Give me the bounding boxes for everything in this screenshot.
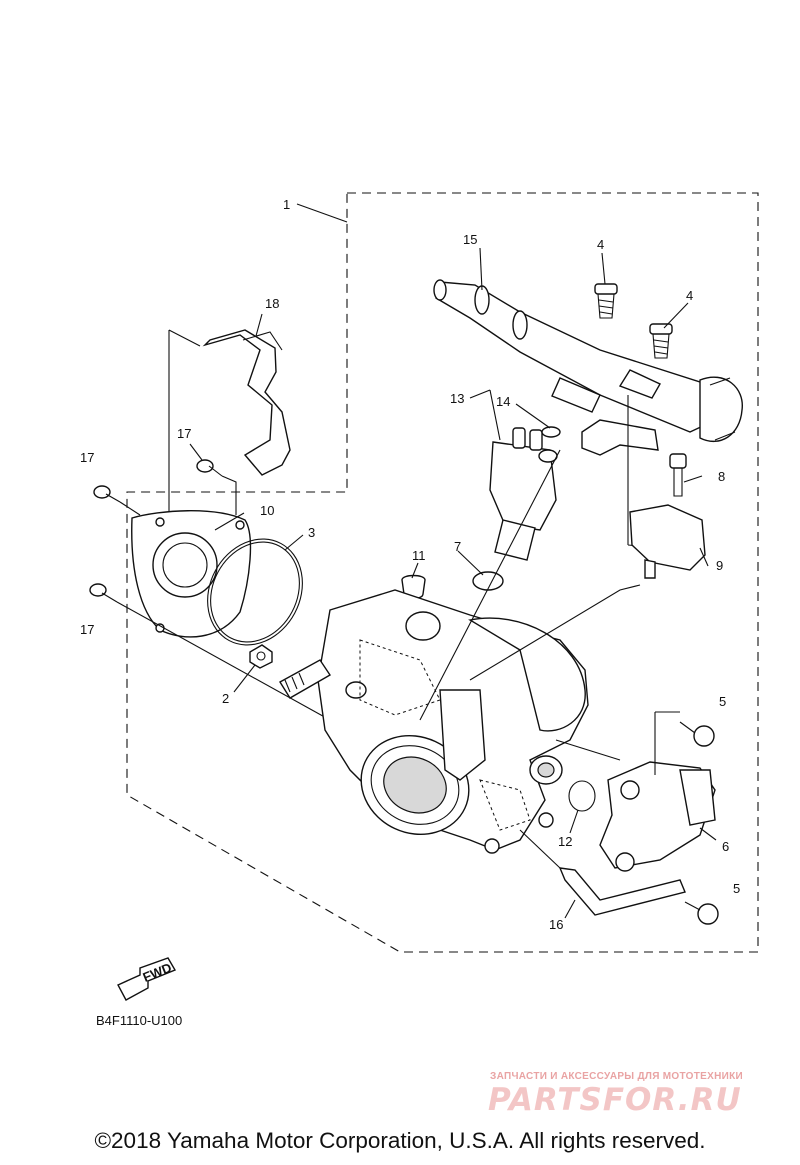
callout-12: 12 [558, 834, 572, 849]
bolt-4b [649, 323, 673, 359]
callout-5b: 5 [733, 881, 740, 896]
callout-3: 3 [308, 525, 315, 540]
screw-17b [93, 485, 121, 503]
watermark-logo: PARTSFOR.RU [488, 1082, 742, 1118]
hose-guide [202, 329, 291, 476]
callout-4b: 4 [686, 288, 693, 303]
hose-16 [558, 867, 686, 916]
callout-4a: 4 [597, 237, 604, 252]
callout-5a: 5 [719, 694, 726, 709]
screw-17a [196, 459, 223, 477]
seal-7 [472, 571, 504, 591]
callout-17b: 17 [80, 450, 94, 465]
nut-2 [249, 644, 273, 669]
cover-10 [131, 510, 252, 638]
callout-7: 7 [454, 539, 461, 554]
callout-9: 9 [716, 558, 723, 573]
callout-14: 14 [496, 394, 510, 409]
callout-17a: 17 [177, 426, 191, 441]
watermark-tagline: ЗАПЧАСТИ И АКСЕССУАРЫ ДЛЯ МОТОТЕХНИКИ [490, 1071, 743, 1082]
callout-6: 6 [722, 839, 729, 854]
copyright-notice: ©2018 Yamaha Motor Corporation, U.S.A. A… [94, 1128, 706, 1153]
fuel-rail [433, 279, 743, 443]
throttle-body [279, 589, 589, 854]
callout-2: 2 [222, 691, 229, 706]
sensor-6 [599, 761, 716, 872]
bolt-8 [669, 453, 687, 497]
callout-13: 13 [450, 391, 464, 406]
bolt-4a [594, 283, 618, 319]
callout-10: 10 [260, 503, 274, 518]
diagram-code: B4F1110-U100 [96, 1013, 183, 1028]
callout-15: 15 [463, 232, 477, 247]
fwd-arrow: FWD [117, 957, 177, 1001]
gasket-3 [207, 538, 303, 646]
callout-16: 16 [549, 917, 563, 932]
callout-11: 11 [412, 548, 426, 563]
o-ring-12 [568, 780, 596, 812]
assembly-outline [126, 192, 759, 953]
screw-5a [679, 721, 715, 747]
fwd-label: FWD [141, 960, 174, 985]
screw-5b [684, 901, 719, 925]
callout-1: 1 [283, 197, 290, 212]
screw-17c [89, 583, 118, 603]
callout-17c: 17 [80, 622, 94, 637]
callout-8: 8 [718, 469, 725, 484]
sensor-9 [629, 504, 706, 579]
callout-18: 18 [265, 296, 279, 311]
injector [489, 426, 561, 561]
